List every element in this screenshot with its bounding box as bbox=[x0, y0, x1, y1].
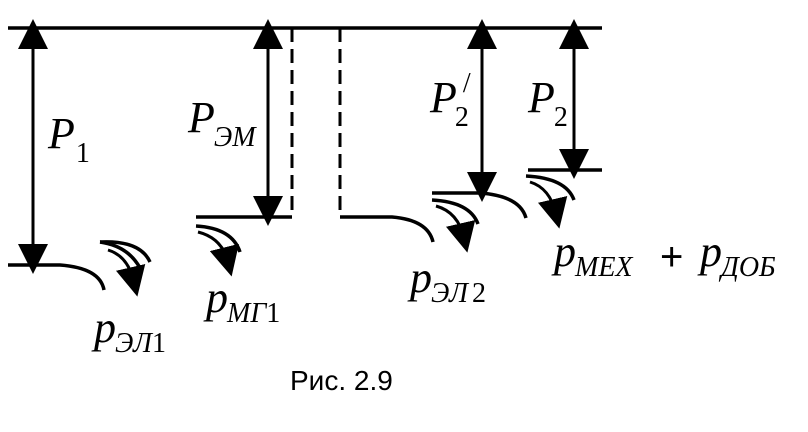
label-pmg1: pМГ1 bbox=[203, 273, 280, 329]
level-pem-right-line bbox=[340, 215, 435, 243]
label-pdob: pДОБ bbox=[697, 227, 776, 283]
loss-branch-pmg1 bbox=[195, 224, 242, 277]
label-pem: PЭМ bbox=[187, 93, 257, 153]
label-plus: + bbox=[660, 235, 683, 279]
level-p1-line bbox=[8, 263, 106, 291]
label-pmex: pМЕХ bbox=[551, 227, 633, 283]
figure-caption: Рис. 2.9 bbox=[290, 365, 393, 396]
loss-branch-pel1 bbox=[99, 240, 152, 297]
label-p2: P2 bbox=[527, 73, 568, 133]
label-p2prime: P2/ bbox=[429, 68, 471, 133]
level-p2prime-curve bbox=[479, 191, 528, 219]
label-p1: P1 bbox=[47, 109, 90, 169]
loss-branch-pmex bbox=[525, 174, 576, 229]
label-pel1: pЭЛ1 bbox=[91, 303, 166, 359]
loss-branch-pel2 bbox=[431, 198, 480, 253]
